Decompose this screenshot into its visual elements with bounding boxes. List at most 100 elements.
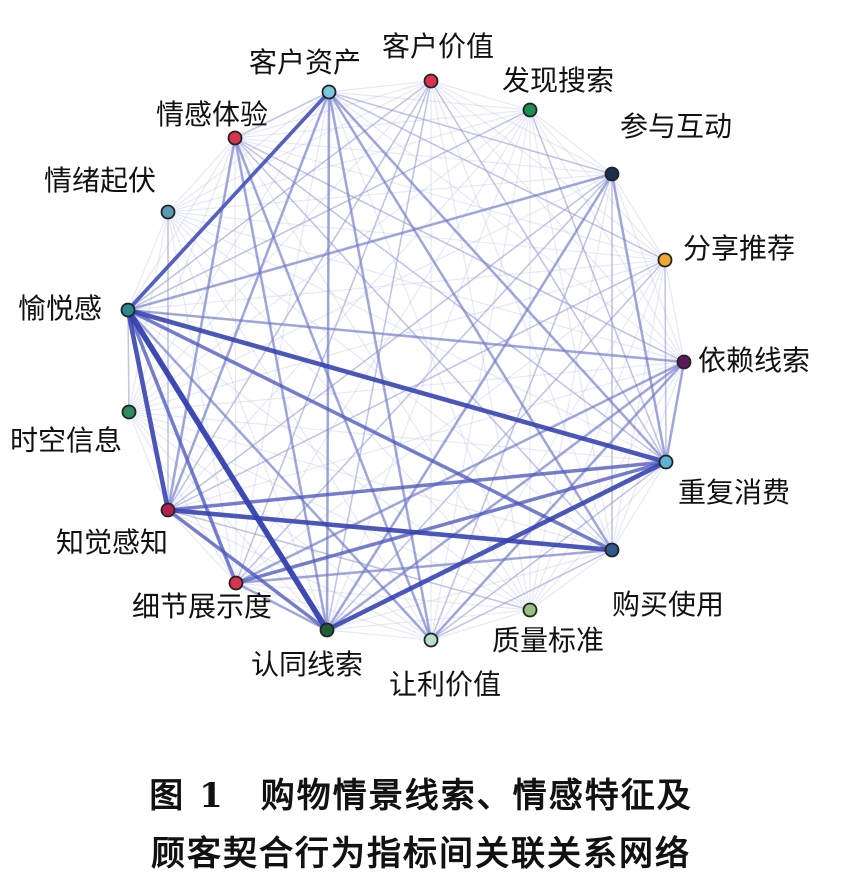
node-label-kehu_jiazhi: 客户价值 xyxy=(382,30,494,63)
background-edge xyxy=(430,80,531,611)
node-label-goumai_shiyong: 购买使用 xyxy=(612,588,724,621)
background-edge xyxy=(328,80,432,93)
background-edge xyxy=(127,211,169,311)
edge-yilai_xiansuo-xijie_zhanshidu xyxy=(234,360,686,585)
background-edge xyxy=(611,173,666,261)
background-edge xyxy=(128,411,237,584)
background-edge xyxy=(128,411,328,631)
background-edge xyxy=(127,80,432,311)
node-label-fenxiang_tuijian: 分享推荐 xyxy=(683,232,795,265)
node-kehu_jiazhi xyxy=(423,73,439,89)
edge-kehu_zichan-yuyue_gan xyxy=(126,90,331,312)
node-canyu_hudong xyxy=(604,166,620,182)
node-goumai_shiyong xyxy=(604,542,620,558)
background-edge xyxy=(167,91,330,213)
node-zhijue_ganzhi xyxy=(160,502,176,518)
background-edge xyxy=(430,80,667,463)
background-edge xyxy=(326,549,613,631)
edge-zhijue_ganzhi-chongfu_xiaofei xyxy=(166,460,668,512)
node-rentong_xiansuo xyxy=(319,622,335,638)
caption-line-1: 图 1 购物情景线索、情感特征及 xyxy=(149,776,693,816)
background-edge xyxy=(430,80,666,261)
background-edge xyxy=(128,411,667,463)
background-edge xyxy=(328,91,685,363)
node-yuyue_gan xyxy=(120,302,136,318)
background-edge xyxy=(234,137,666,261)
node-fenxiang_tuijian xyxy=(657,252,673,268)
node-label-zhijue_ganzhi: 知觉感知 xyxy=(56,526,168,559)
background-edge xyxy=(529,109,666,261)
node-label-canyu_hudong: 参与互动 xyxy=(620,110,732,143)
background-edge xyxy=(167,211,531,611)
background-edge xyxy=(167,109,531,213)
node-kehu_zichan xyxy=(321,84,337,100)
edge-xijie_zhanshidu-goumai_shiyong xyxy=(234,548,614,585)
edge-canyu_hudong-xijie_zhanshidu xyxy=(235,173,613,584)
edge-kehu_zichan-canyu_hudong xyxy=(328,91,613,175)
node-label-qinggan_tiyan: 情感体验 xyxy=(156,98,268,131)
background-edge xyxy=(235,173,613,584)
background-edge xyxy=(430,109,531,641)
background-edge xyxy=(328,91,666,261)
node-label-yuyue_gan: 愉悦感 xyxy=(18,292,102,325)
background-edge xyxy=(430,609,531,641)
background-edge xyxy=(167,509,237,584)
background-edge xyxy=(328,91,531,611)
background-edge xyxy=(328,91,613,175)
background-edge xyxy=(167,109,531,511)
background-edge xyxy=(529,109,667,463)
background-edge xyxy=(127,259,666,311)
background-edge xyxy=(167,509,432,641)
node-rangli_jiazhi xyxy=(423,632,439,648)
edge-kehu_jiazhi-xijie_zhanshidu xyxy=(235,80,432,584)
node-yilai_xiansuo xyxy=(676,354,692,370)
edge-rentong_xiansuo-chongfu_xiaofei xyxy=(324,459,669,633)
background-edge xyxy=(167,211,613,551)
background-edge xyxy=(235,582,531,611)
node-label-rangli_jiazhi: 让利价值 xyxy=(389,668,501,701)
background-edge xyxy=(611,173,685,363)
edge-qinggan_tiyan-rangli_jiazhi xyxy=(233,136,433,642)
node-qinggan_tiyan xyxy=(227,130,243,146)
edge-layer xyxy=(125,80,686,642)
background-edge xyxy=(529,549,613,611)
background-edge xyxy=(430,80,685,363)
edge-kehu_zichan-rangli_jiazhi xyxy=(327,90,433,642)
edge-rentong_xiansuo-kehu_zichan xyxy=(325,90,331,632)
background-edge xyxy=(328,91,531,111)
background-edge xyxy=(128,137,236,413)
edge-yilai_xiansuo-rangli_jiazhi xyxy=(429,360,686,642)
background-edge xyxy=(529,109,685,363)
background-edge xyxy=(128,173,613,413)
background-edge xyxy=(128,91,330,413)
edge-faxian_sousuo-chongfu_xiaofei xyxy=(529,109,667,463)
node-shikong_xinxi xyxy=(121,404,137,420)
node-label-kehu_zichan: 客户资产 xyxy=(249,46,361,79)
node-qingxu_qifu xyxy=(160,204,176,220)
edge-kehu_jiazhi-zhijue_ganzhi xyxy=(167,80,432,511)
edge-kehu_jiazhi-chongfu_xiaofei xyxy=(430,80,667,463)
background-edge xyxy=(234,137,613,551)
edge-kehu_zichan-fenxiang_tuijian xyxy=(328,91,666,261)
background-edge xyxy=(167,259,666,511)
background-edge xyxy=(234,137,613,175)
node-label-qingxu_qifu: 情绪起伏 xyxy=(44,164,156,197)
background-edge xyxy=(167,509,531,611)
edge-shikong_xinxi-yuyue_gan xyxy=(127,309,130,413)
edge-qinggan_tiyan-kehu_zichan xyxy=(234,91,330,139)
background-edge xyxy=(430,259,666,641)
edge-kehu_zichan-goumai_shiyong xyxy=(327,90,614,552)
background-edge xyxy=(128,80,432,413)
background-edge xyxy=(529,259,666,611)
edge-yuyue_gan-rentong_xiansuo xyxy=(125,307,330,633)
node-label-faxian_sousuo: 发现搜索 xyxy=(502,64,614,97)
background-edge xyxy=(326,629,432,641)
node-chongfu_xiaofei xyxy=(658,454,674,470)
edge-yuyue_gan-yilai_xiansuo xyxy=(126,308,686,364)
background-edge xyxy=(167,80,432,213)
edge-kehu_jiazhi-yuyue_gan xyxy=(127,80,432,311)
edge-yuyue_gan-rangli_jiazhi xyxy=(126,308,433,642)
edge-rentong_xiansuo-canyu_hudong xyxy=(325,172,614,632)
edge-fenxiang_tuijian-zhijue_ganzhi xyxy=(167,259,666,511)
